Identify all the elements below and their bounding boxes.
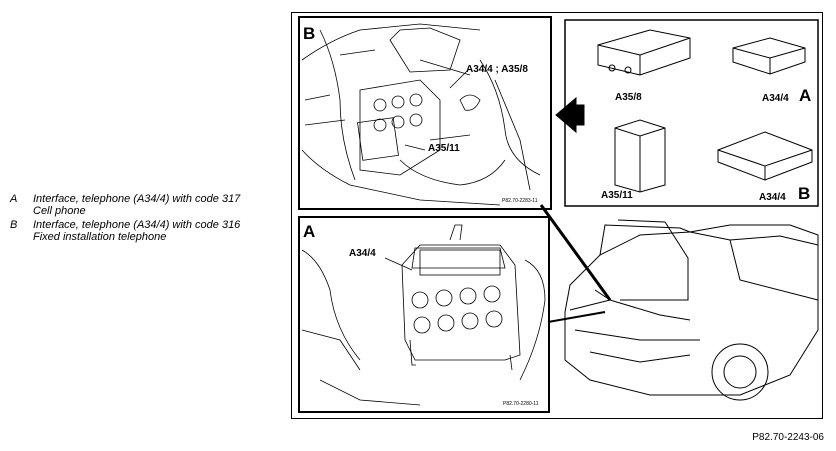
panel-a-label-a34-4: A34/4 xyxy=(349,248,376,259)
part-letter-a: A xyxy=(799,86,812,105)
legend-line: Interface, telephone (A34/4) with code 3… xyxy=(33,193,241,205)
legend-line: Cell phone xyxy=(33,205,86,217)
panel-b-label-a34-a35: A34/4 ; A35/8 xyxy=(466,64,528,75)
legend-letter: A xyxy=(10,193,18,205)
figure-code: P82.70-2243-06 xyxy=(752,432,824,443)
part-letter-b: B xyxy=(798,184,811,203)
pointer-arrow xyxy=(555,96,577,134)
legend-line: Interface, telephone (A34/4) with code 3… xyxy=(33,219,241,231)
part-label-a34-4-b: A34/4 xyxy=(759,192,786,203)
panel-a-frame xyxy=(298,216,550,413)
connector-b xyxy=(539,204,612,301)
part-label-a35-8: A35/8 xyxy=(615,92,642,103)
connector-a xyxy=(547,311,606,323)
car-sketch xyxy=(564,219,819,401)
panel-a-letter: A xyxy=(303,222,316,241)
panel-b-sketch xyxy=(301,23,541,206)
legend-line: Fixed installation telephone xyxy=(33,231,167,243)
panel-a-code: P82.70-2280-11 xyxy=(503,401,539,407)
legend-letter: B xyxy=(10,219,18,231)
legend-item-b: B Interface, telephone (A34/4) with code… xyxy=(10,219,280,243)
panel-b-frame xyxy=(298,16,552,210)
diagram-frame xyxy=(291,12,823,419)
panel-b-code: P82.70-2283-11 xyxy=(502,198,538,204)
panel-a-sketch xyxy=(301,224,546,406)
legend: A Interface, telephone (A34/4) with code… xyxy=(10,193,280,245)
legend-item-a: A Interface, telephone (A34/4) with code… xyxy=(10,193,280,217)
panel-b-letter: B xyxy=(303,24,316,43)
parts-sketches xyxy=(597,29,813,193)
panel-b-label-a35-11: A35/11 xyxy=(428,143,460,154)
part-label-a34-4-a: A34/4 xyxy=(762,93,789,104)
part-label-a35-11: A35/11 xyxy=(601,190,633,201)
parts-panel-frame xyxy=(564,19,819,207)
